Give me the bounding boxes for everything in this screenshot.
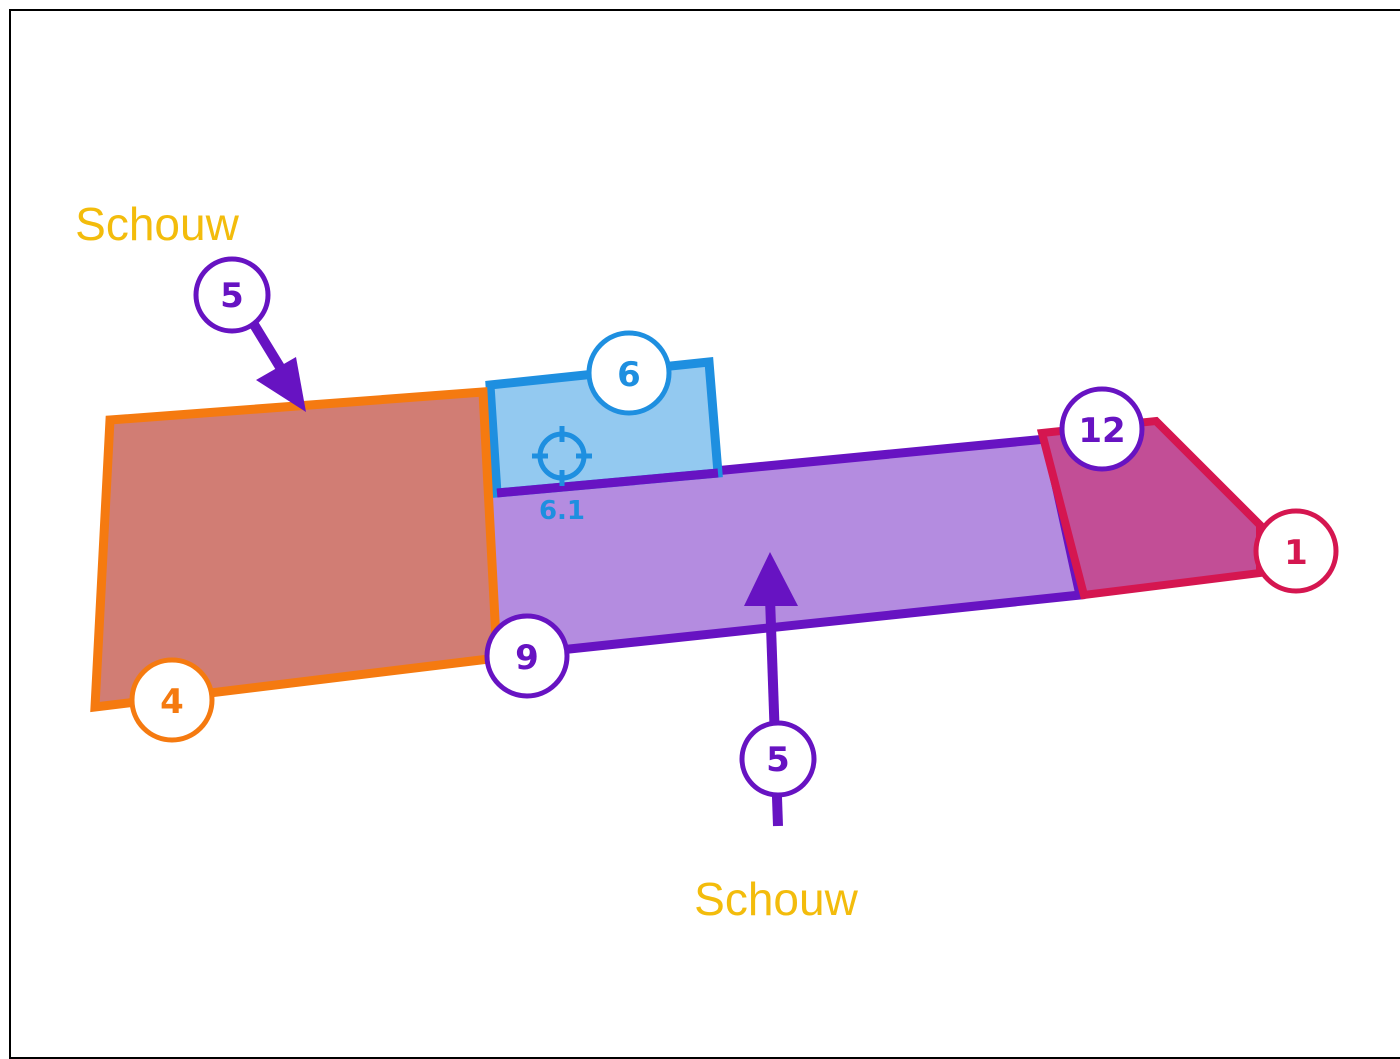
marker-9-label: 9 bbox=[515, 638, 539, 678]
marker-5-top[interactable]: 5 bbox=[193, 256, 271, 334]
marker-1[interactable]: 1 bbox=[1253, 508, 1339, 594]
marker-4-label: 4 bbox=[160, 682, 184, 722]
arrow-5-top-head bbox=[256, 357, 306, 412]
parcel-orange[interactable] bbox=[90, 387, 502, 713]
schouw-label-top: Schouw bbox=[75, 198, 239, 250]
marker-12[interactable]: 12 bbox=[1059, 386, 1145, 472]
marker-5-bottom-label: 5 bbox=[766, 740, 790, 780]
parcel-blue-purple-edge bbox=[496, 468, 719, 498]
arrow-5-bottom-head bbox=[744, 552, 798, 606]
marker-4[interactable]: 4 bbox=[129, 657, 215, 743]
marker-5-bottom[interactable]: 5 bbox=[739, 720, 817, 798]
marker-1-label: 1 bbox=[1284, 533, 1308, 573]
sub-label-6-1: 6.1 bbox=[539, 496, 585, 526]
marker-9[interactable]: 9 bbox=[484, 613, 570, 699]
marker-12-label: 12 bbox=[1078, 411, 1125, 451]
marker-5-top-label: 5 bbox=[220, 276, 244, 316]
marker-6-label: 6 bbox=[617, 355, 641, 395]
schouw-label-bottom: Schouw bbox=[694, 873, 858, 925]
marker-6[interactable]: 6 bbox=[586, 330, 672, 416]
crosshair-icon[interactable] bbox=[532, 426, 592, 486]
arrow-5-top-shaft bbox=[245, 315, 288, 375]
